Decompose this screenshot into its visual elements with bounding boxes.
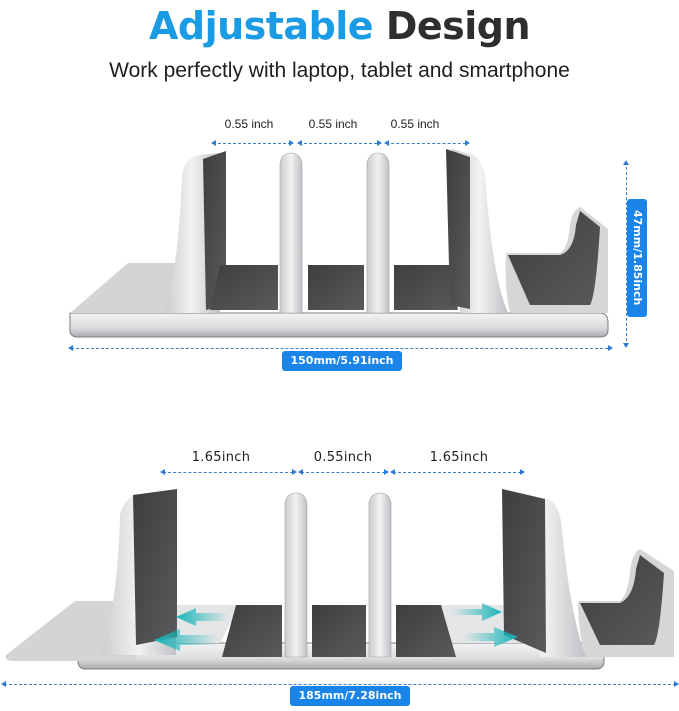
bottom-gap-line-2 [301,472,385,473]
arrow-left-icon [211,140,216,146]
arrow-right-icon [520,469,525,475]
top-gap-label-3: 0.55 inch [390,117,440,131]
arrow-left-icon [298,469,303,475]
arrow-right-icon [292,469,297,475]
arrow-right-icon [674,681,679,687]
top-width-line [71,348,608,349]
top-gap-line-1 [213,143,291,144]
top-width-badge: 150mm/5.91inch [282,351,402,371]
arrow-left-icon [160,469,165,475]
top-gap-label-1: 0.55 inch [224,117,274,131]
arrow-left-icon [68,345,73,351]
bottom-gap-line-1 [163,472,293,473]
adjust-arrow-right-icon [464,627,518,647]
arrow-right-icon [465,140,470,146]
bottom-width-badge: 185mm/7.28inch [290,686,410,706]
top-gap-label-2: 0.55 inch [308,117,358,131]
bottom-gap-label-1: 1.65inch [191,450,251,465]
adjust-arrow-right-icon [452,603,502,621]
top-gap-line-3 [386,143,466,144]
arrow-up-icon [623,160,629,165]
subtitle: Work perfectly with laptop, tablet and s… [109,59,570,82]
arrow-right-icon [384,469,389,475]
arrow-left-icon [297,140,302,146]
arrow-right-icon [377,140,382,146]
bottom-width-line [4,684,676,685]
arrow-down-icon [623,343,629,348]
bottom-stand-illustration [0,485,679,670]
arrow-left-icon [1,681,6,687]
top-height-line [626,162,627,346]
title-accent: Adjustable [148,4,374,48]
page-title: Adjustable Design [0,4,679,48]
height-badge: 47mm/1.85inch [627,199,647,317]
arrow-left-icon [390,469,395,475]
bottom-gap-label-2: 0.55inch [313,450,373,465]
laptop-stand-compact-icon [69,149,609,338]
arrow-left-icon [384,140,389,146]
adjust-arrow-left-icon [176,608,228,626]
bottom-gap-line-3 [393,472,521,473]
arrow-right-icon [608,345,613,351]
arrow-right-icon [289,140,294,146]
bottom-gap-label-3: 1.65inch [429,450,489,465]
top-stand-illustration [60,145,620,345]
adjust-arrow-left-icon [154,629,218,651]
title-dark: Design [385,4,531,48]
top-gap-line-2 [299,143,377,144]
laptop-stand-expanded-icon [5,489,674,670]
